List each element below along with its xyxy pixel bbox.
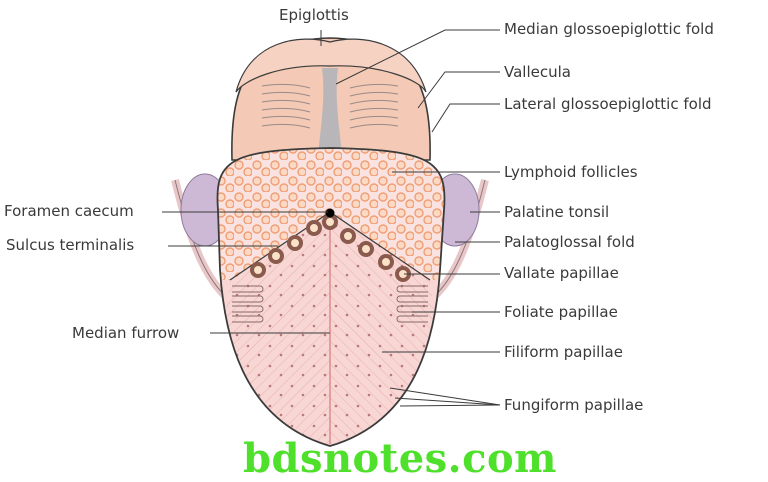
watermark: bdsnotes.com [243, 435, 557, 482]
epiglottis [231, 37, 431, 161]
label-filiform-papillae: Filiform papillae [504, 343, 623, 361]
label-foliate-papillae: Foliate papillae [504, 303, 618, 321]
foramen-caecum-dot [325, 208, 335, 218]
label-lymphoid-follicles: Lymphoid follicles [504, 163, 638, 181]
label-palatine-tonsil: Palatine tonsil [504, 203, 610, 221]
label-palatoglossal-fold: Palatoglossal fold [504, 233, 635, 251]
vallate-papillae [250, 214, 411, 282]
leader-lines [162, 29, 501, 407]
label-foramen-caecum: Foramen caecum [4, 202, 134, 220]
label-median-furrow: Median furrow [72, 324, 180, 342]
label-fungiform-papillae: Fungiform papillae [504, 396, 644, 414]
label-epiglottis: Epiglottis [279, 6, 349, 24]
label-median-glossoepiglottic-fold: Median glossoepiglottic fold [504, 20, 714, 38]
label-vallecula: Vallecula [504, 63, 571, 81]
label-vallate-papillae: Vallate papillae [504, 264, 619, 282]
tongue-body [216, 147, 446, 447]
label-sulcus-terminalis: Sulcus terminalis [6, 236, 135, 254]
label-lateral-glossoepiglottic-fold: Lateral glossoepiglottic fold [504, 95, 712, 113]
